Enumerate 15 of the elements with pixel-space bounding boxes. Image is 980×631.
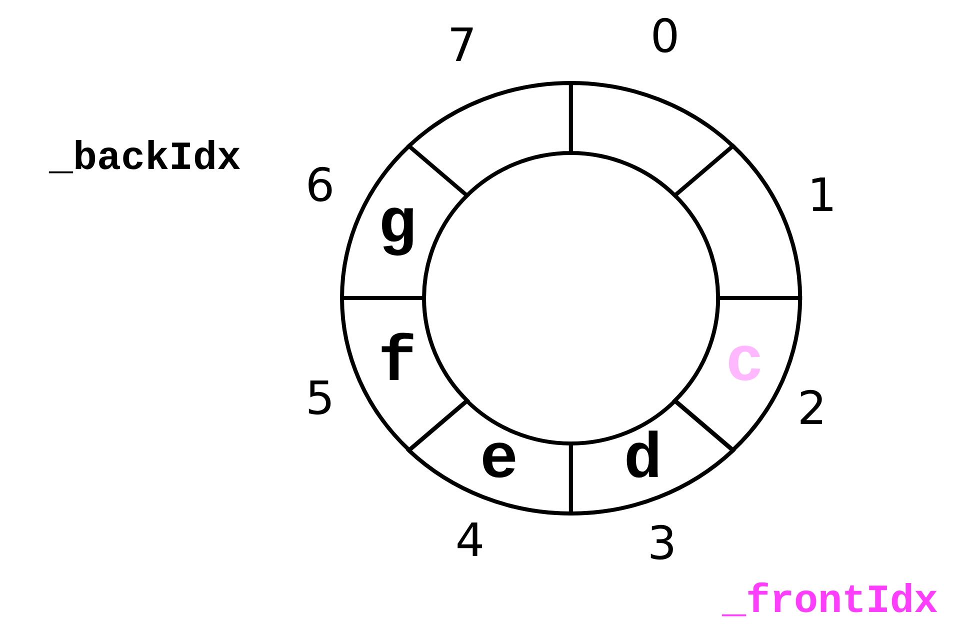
index-number: 7 xyxy=(447,22,477,68)
slot-value: e xyxy=(480,429,518,494)
index-number: 3 xyxy=(647,520,677,566)
slot-value: f xyxy=(378,332,416,396)
index-number: 1 xyxy=(807,172,837,218)
slot-value: c xyxy=(725,332,764,396)
index-number: 4 xyxy=(455,517,485,563)
index-number: 5 xyxy=(305,375,335,421)
slot-value: g xyxy=(378,194,416,258)
index-number: 2 xyxy=(797,385,827,431)
slot-value: d xyxy=(624,429,662,494)
index-number: 0 xyxy=(650,13,680,59)
index-number: 6 xyxy=(305,162,335,208)
pointer-label: _frontIdx xyxy=(722,583,938,623)
pointer-label: _backIdx xyxy=(48,140,242,180)
